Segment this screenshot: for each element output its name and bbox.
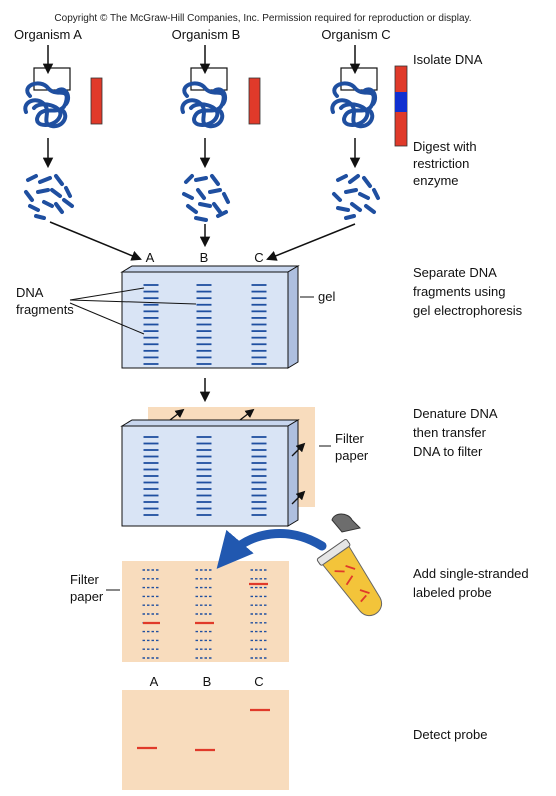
step-digest-line1: Digest with — [413, 139, 477, 154]
probe-tube-icon — [316, 513, 383, 617]
step-separate-line3: gel electrophoresis — [413, 303, 523, 318]
gel-transfer-bands — [143, 436, 267, 516]
probe-pour-arrow — [216, 529, 327, 569]
fragments-b — [182, 174, 230, 222]
copyright-text: Copyright © The McGraw-Hill Companies, I… — [54, 13, 471, 24]
dna-fragments-label-line2: fragments — [16, 302, 74, 317]
gel-lane-c-label: C — [254, 250, 263, 265]
organism-b-title: Organism B — [172, 27, 241, 42]
dna-fragments-label-line1: DNA — [16, 285, 44, 300]
fragments-a — [24, 174, 74, 220]
step-separate-line2: fragments using — [413, 284, 506, 299]
gel-lane-a-label: A — [146, 250, 155, 265]
organism-a-title: Organism A — [14, 27, 82, 42]
filter-paper-left-label-line2: paper — [70, 589, 104, 604]
gel-transfer — [120, 419, 300, 527]
organism-c-title: Organism C — [321, 27, 390, 42]
gene-bar-a — [90, 77, 103, 125]
step-detect-line1: Detect probe — [413, 727, 487, 742]
step-separate-line1: Separate DNA — [413, 265, 497, 280]
filter-paper-label-line2: paper — [335, 448, 369, 463]
organism-a-cell — [23, 45, 103, 129]
gel — [120, 265, 300, 369]
step-probe-line2: labeled probe — [413, 585, 492, 600]
organism-c-cell — [330, 45, 408, 147]
detected-bands — [137, 708, 270, 752]
step-denature-line2: then transfer — [413, 425, 487, 440]
step-denature-line3: DNA to filter — [413, 444, 483, 459]
step-probe-line1: Add single-stranded — [413, 566, 529, 581]
fragments-c — [332, 174, 380, 220]
step-denature-line1: Denature DNA — [413, 406, 498, 421]
gel-lane-b-label: B — [200, 250, 209, 265]
organism-b-cell — [180, 45, 261, 129]
gel-label: gel — [318, 289, 335, 304]
detect-lane-b-label: B — [203, 674, 212, 689]
step-digest-line2: restriction — [413, 156, 469, 171]
filter-paper-probe — [122, 561, 289, 662]
filter-paper-label-line1: Filter — [335, 431, 365, 446]
filter-paper-left-label-line1: Filter — [70, 572, 100, 587]
gene-bar-c — [394, 65, 408, 147]
gene-bar-b — [248, 77, 261, 125]
step-digest-line3: enzyme — [413, 173, 459, 188]
detect-lane-c-label: C — [254, 674, 263, 689]
dna-coil-c — [330, 81, 378, 129]
detect-lane-a-label: A — [150, 674, 159, 689]
dna-coil-b — [180, 81, 228, 129]
detection-panel — [122, 690, 289, 790]
dna-coil-a — [23, 81, 71, 129]
step-isolate-line1: Isolate DNA — [413, 52, 483, 67]
gel-bands — [143, 284, 267, 365]
